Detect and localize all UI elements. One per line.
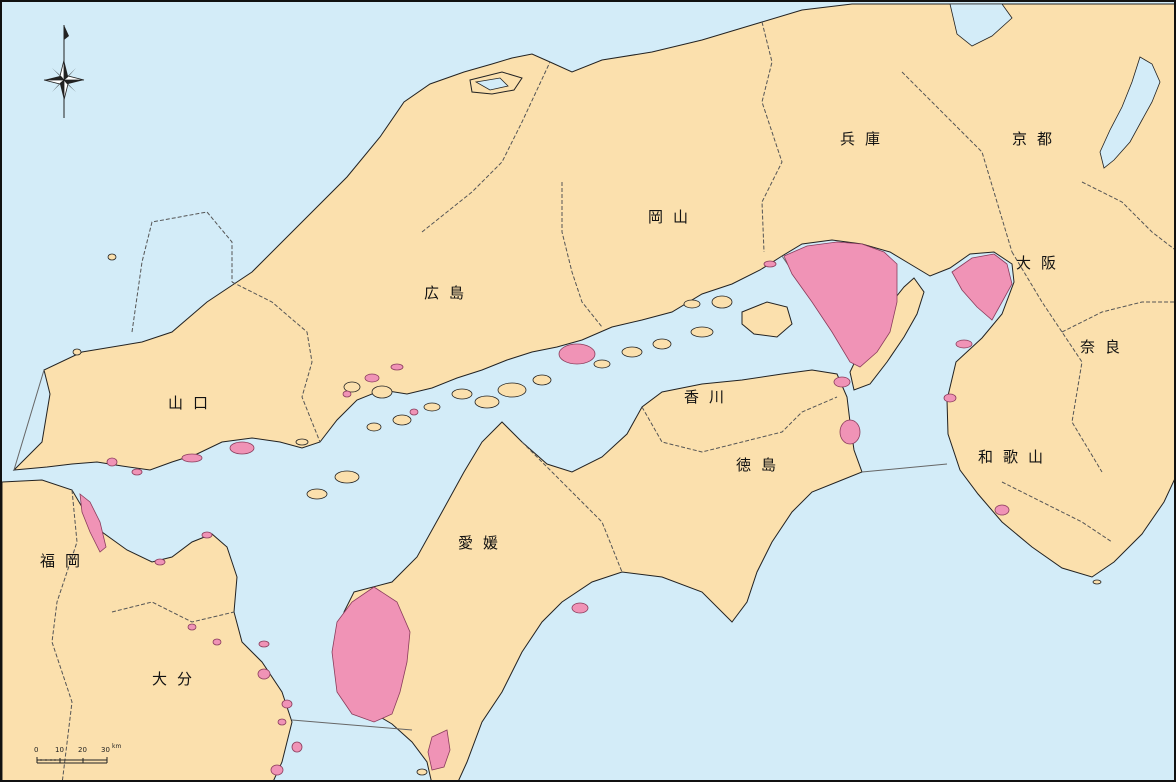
land-shikoku [339, 369, 863, 780]
shaded-area-harima [783, 241, 898, 368]
shaded-area-tsukumi [277, 718, 287, 726]
scale-tick-0: 0 [34, 746, 39, 754]
scale-unit: km [112, 743, 122, 750]
shaded-area-kunisaki [187, 623, 197, 631]
shaded-area-islet-2 [342, 390, 352, 398]
shaded-area-buzen [201, 531, 213, 539]
lake-biwa [1099, 56, 1161, 169]
shaded-area-beppu [212, 638, 222, 646]
shaded-area-ako [763, 260, 777, 268]
scale-tick-30: 30 [101, 746, 110, 754]
island-shodoshima [741, 301, 793, 338]
shaded-area-bungo [427, 729, 451, 771]
land-honshu [12, 3, 1174, 578]
label-hyogo: 兵庫 [840, 130, 891, 148]
label-nara: 奈良 [1080, 338, 1131, 356]
shaded-area-suo-1 [181, 453, 203, 463]
label-ehime: 愛媛 [458, 534, 509, 552]
lake-nakaumi [474, 77, 509, 91]
label-yamaguchi: 山口 [168, 394, 219, 412]
shaded-area-awaji-west [833, 376, 851, 388]
shaded-area-kitakyushu [79, 493, 107, 553]
label-okayama: 岡山 [648, 208, 699, 226]
label-kagawa: 香川 [684, 388, 735, 406]
shaded-area-saiki [291, 741, 303, 753]
wakasa-bay [949, 3, 1013, 47]
shaded-area-oita [258, 640, 270, 648]
shaded-area-kanmon [154, 558, 166, 566]
shaded-area-saganoseki [257, 668, 271, 680]
label-hiroshima: 広島 [424, 284, 475, 302]
label-kyoto: 京都 [1012, 130, 1063, 148]
shaded-area-usuki [281, 699, 293, 709]
shaded-areas [79, 241, 1013, 776]
shaded-area-izumi [955, 339, 973, 349]
label-oita: 大分 [152, 670, 203, 688]
shaded-area-suo-4 [131, 468, 143, 476]
scale-bar [36, 757, 108, 764]
label-osaka: 大阪 [1016, 254, 1067, 272]
shaded-area-uwa-sea [331, 586, 411, 723]
shaded-area-islet-1 [409, 408, 419, 416]
shaded-area-kure [390, 363, 404, 371]
shaded-area-kamae [270, 764, 284, 776]
prefecture-boundaries [51, 21, 1174, 780]
shaded-area-osaka-bay [951, 253, 1013, 321]
label-fukuoka: 福岡 [40, 552, 91, 570]
shaded-area-suo-3 [106, 457, 118, 467]
scale-tick-20: 20 [78, 746, 87, 754]
shaded-area-suo-2 [229, 441, 255, 455]
shaded-area-shimizu [994, 504, 1010, 516]
shaded-area-mihara [558, 343, 596, 365]
label-tokushima: 徳島 [736, 456, 787, 474]
scale-tick-10: 10 [55, 746, 64, 754]
compass-rose-icon [43, 25, 85, 118]
shaded-area-iwakuni [364, 373, 380, 383]
shaded-area-sukumo [571, 602, 589, 614]
shaded-area-naruto [839, 419, 861, 445]
shaded-area-wakayama [943, 393, 957, 403]
inland-sea-islands [72, 80, 1102, 776]
label-wakayama: 和歌山 [978, 448, 1054, 466]
